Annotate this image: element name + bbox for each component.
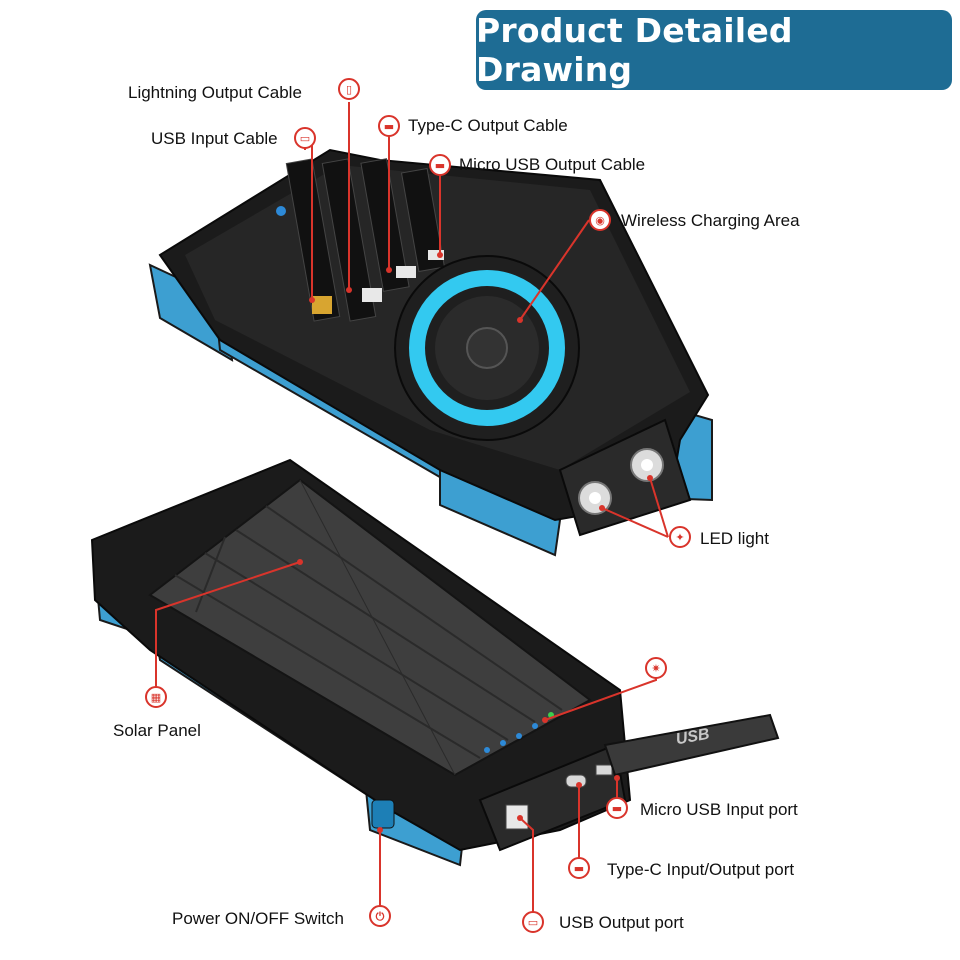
label-lightning-output-cable: Lightning Output Cable bbox=[128, 83, 302, 102]
lightning-cable-icon: ▯ bbox=[338, 78, 360, 100]
micro-usb-port-icon: ▬ bbox=[606, 797, 628, 819]
micro-usb-cable-icon: ▬ bbox=[429, 154, 451, 176]
label-led-light: LED light bbox=[700, 529, 769, 548]
type-c-port-icon: ▬ bbox=[568, 857, 590, 879]
leader-dots bbox=[297, 252, 653, 833]
label-wireless-charging-area: Wireless Charging Area bbox=[621, 211, 800, 230]
usb-cable-icon: ▭ bbox=[294, 127, 316, 149]
label-type-c-output-cable: Type-C Output Cable bbox=[408, 116, 568, 135]
top-device bbox=[148, 148, 713, 557]
wireless-charging-icon: ◉ bbox=[589, 209, 611, 231]
label-micro-usb-output-cable: Micro USB Output Cable bbox=[459, 155, 646, 174]
label-usb-output-port: USB Output port bbox=[559, 913, 684, 932]
banner-title: Product Detailed Drawing bbox=[476, 11, 793, 89]
label-solar-panel: Solar Panel bbox=[113, 721, 201, 740]
indicator-light-icon: ✷ bbox=[645, 657, 667, 679]
solar-panel-icon: ▦ bbox=[145, 686, 167, 708]
bottom-device bbox=[90, 458, 780, 867]
title-banner: Product Detailed Drawing bbox=[476, 10, 952, 90]
label-type-c-io-port: Type-C Input/Output port bbox=[607, 860, 795, 879]
flashlight-icon: ✦ bbox=[669, 526, 691, 548]
power-icon: ⏻ bbox=[369, 905, 391, 927]
usb-cable-print: USB bbox=[675, 726, 711, 749]
label-power-switch: Power ON/OFF Switch bbox=[172, 909, 344, 928]
label-usb-input-cable: USB Input Cable bbox=[151, 129, 278, 148]
usb-port-icon: ▭ bbox=[522, 911, 544, 933]
type-c-cable-icon: ▬ bbox=[378, 115, 400, 137]
label-micro-usb-input-port: Micro USB Input port bbox=[640, 800, 798, 819]
